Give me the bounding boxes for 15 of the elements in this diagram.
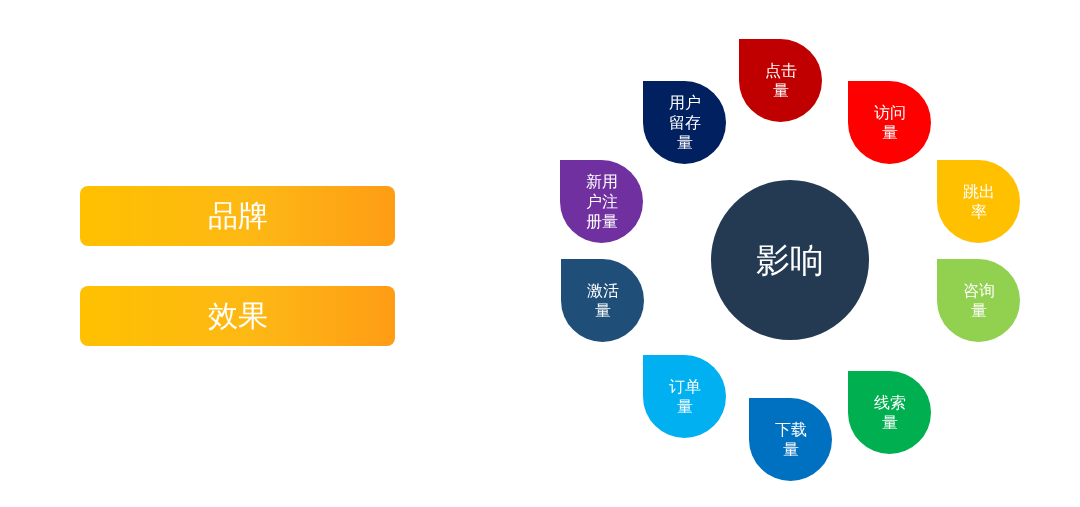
metric-label: 激活量: [585, 280, 620, 321]
metric-label: 咨询量: [961, 280, 996, 321]
metric-label: 线索量: [872, 392, 907, 433]
center-label: 影响: [756, 240, 824, 280]
category-label: 品牌: [207, 198, 268, 234]
metric-label: 下载量: [773, 419, 808, 460]
category-bar: [80, 186, 395, 246]
metric-label: 用户留存量: [667, 92, 702, 153]
category-label: 效果: [207, 298, 268, 334]
metric-label: 新用户注册量: [584, 171, 619, 232]
metric-label: 访问量: [872, 102, 907, 143]
metric-label: 点击量: [763, 60, 798, 101]
category-bar: [80, 286, 395, 346]
metric-label: 订单量: [667, 376, 702, 417]
metric-label: 跳出率: [961, 181, 996, 222]
